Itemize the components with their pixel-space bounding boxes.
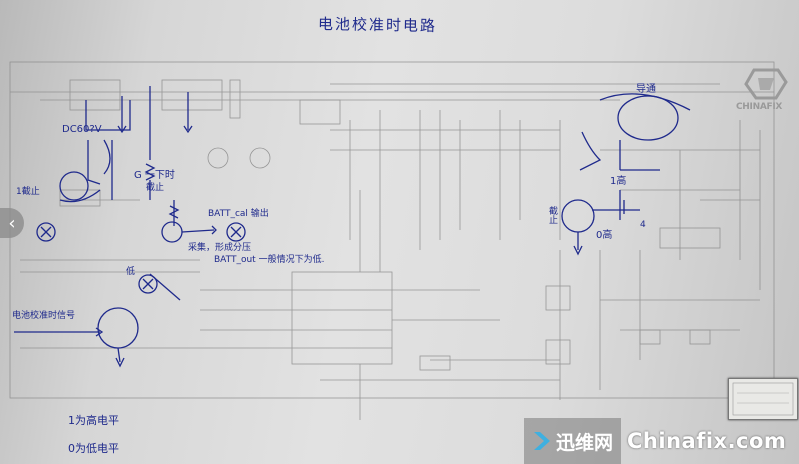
- annotation-high: 1高: [610, 176, 627, 187]
- annotation-low: 0高: [596, 230, 613, 241]
- legend-high-level: 1为高电平: [68, 414, 119, 427]
- annotation-batt-out: BATT_out 一般情况下为低.: [214, 255, 325, 265]
- chinafix-watermark: CHINAFIX: [736, 66, 798, 120]
- image-thumbnail[interactable]: [728, 378, 798, 420]
- watermark-brand-text: CHINAFIX: [736, 102, 783, 112]
- ic-block-q2: [161, 79, 223, 111]
- legend-low-level: 0为低电平: [68, 442, 119, 455]
- site-banner[interactable]: 迅维网 Chinafix.com: [524, 418, 799, 464]
- x-circle-mid: [138, 274, 158, 294]
- previous-image-button[interactable]: ‹: [0, 208, 24, 238]
- transistor-circle-left: [59, 171, 89, 201]
- annotation-conduct: 导通: [636, 84, 656, 95]
- annotation-divider: 采集，形成分压: [188, 243, 252, 253]
- transistor-circle-right: [561, 199, 595, 233]
- chevron-left-icon: ‹: [8, 212, 16, 234]
- annotation-gate: G 一下时: [134, 170, 175, 181]
- banner-logo-text: 迅维网: [556, 431, 614, 454]
- chevron-logo-icon: [534, 432, 550, 450]
- x-circle-left: [36, 222, 56, 242]
- annotation-dc: DC60?V: [62, 124, 102, 135]
- annotation-left-small: 1截止: [16, 187, 40, 197]
- annotation-cutoff: 截止: [146, 183, 165, 193]
- switch-circle-bottom: [97, 307, 139, 349]
- annotation-batt-cal: BATT_cal 输出: [208, 209, 269, 219]
- banner-site-link[interactable]: Chinafix.com: [627, 429, 787, 453]
- page-title: 电池校准时电路: [317, 14, 438, 36]
- banner-logo: 迅维网: [524, 418, 622, 464]
- ic-block-q1: [69, 79, 121, 111]
- ic-block-q3: [299, 99, 341, 125]
- annotation-calibration-signal: 电池校准时信号: [12, 311, 76, 321]
- pmos-circle: [617, 95, 679, 141]
- annotation-right-small: 4: [640, 220, 646, 230]
- switch-circle-mid: [161, 221, 183, 243]
- x-circle-right: [226, 222, 246, 242]
- annotation-cutoff-right: 截止: [547, 206, 557, 224]
- ic-main: [291, 271, 393, 365]
- chinafix-logo-icon: [744, 68, 788, 100]
- thumbnail-preview-icon: [732, 382, 794, 416]
- annotation-mid-small: 低: [126, 267, 136, 277]
